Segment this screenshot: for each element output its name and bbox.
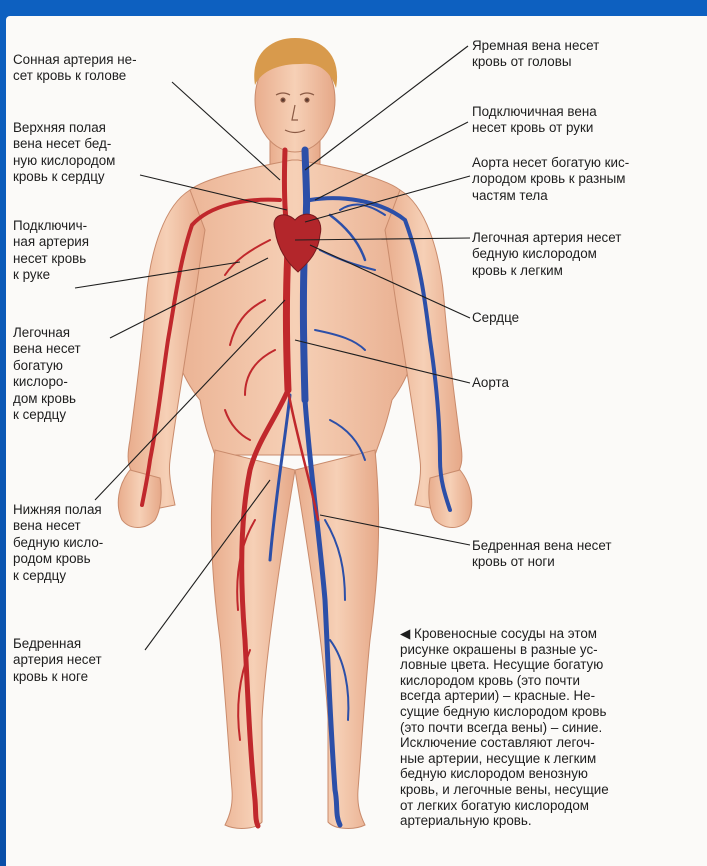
label-pulmonary-artery: Легочная артерия несет бедную кислородом… [472,230,621,279]
label-aorta-oxygen-rich: Аорта несет богатую кис- лородом кровь к… [472,155,629,204]
label-carotid-artery: Сонная артерия не- сет кровь к голове [13,52,137,85]
figure-caption: ◀ Кровеносные сосуды на этом рисунке окр… [400,626,609,829]
label-jugular-vein: Яремная вена несет кровь от головы [472,38,599,71]
label-aorta: Аорта [472,375,509,391]
label-femoral-vein: Бедренная вена несет кровь от ноги [472,538,612,571]
label-heart: Сердце [472,310,519,326]
label-subclavian-vein: Подключичная вена несет кровь от руки [472,104,597,137]
label-inferior-vena-cava: Нижняя полая вена несет бедную кисло- ро… [13,502,103,584]
label-subclavian-artery: Подключич- ная артерия несет кровь к рук… [13,218,89,284]
label-femoral-artery: Бедренная артерия несет кровь к ноге [13,636,102,685]
label-pulmonary-vein: Легочная вена несет богатую кислоро- дом… [13,325,81,423]
label-superior-vena-cava: Верхняя полая вена несет бед- ную кислор… [13,120,115,186]
